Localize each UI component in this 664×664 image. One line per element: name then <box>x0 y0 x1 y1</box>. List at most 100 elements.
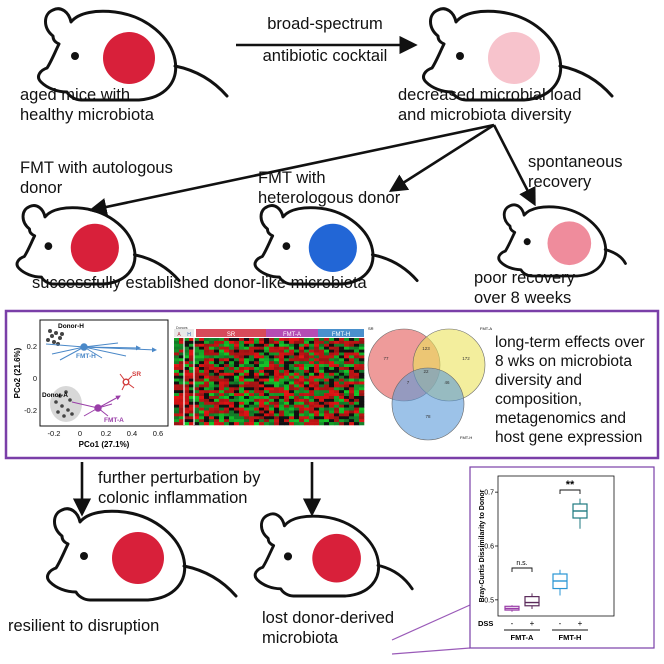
heatmap-cell <box>264 361 270 365</box>
heatmap-cell <box>349 390 355 394</box>
heatmap-cell <box>264 372 270 376</box>
heatmap-cell <box>294 404 300 408</box>
heatmap-cell <box>289 407 295 411</box>
heatmap-cell <box>179 384 185 388</box>
heatmap-cell <box>244 343 250 347</box>
heatmap-cell <box>324 398 330 403</box>
heatmap-cell <box>214 381 220 385</box>
heatmap-cell <box>204 401 210 405</box>
heatmap-cell <box>229 355 235 359</box>
heatmap-cell <box>344 346 350 350</box>
heatmap-cell <box>199 355 205 359</box>
heatmap-cell <box>359 352 365 356</box>
heatmap-cell <box>219 372 225 376</box>
heatmap-cell <box>174 416 180 420</box>
heatmap-cell <box>194 419 200 423</box>
heatmap-cell <box>219 338 225 342</box>
heatmap-cell <box>334 343 340 347</box>
heatmap-cell <box>239 361 245 365</box>
heatmap-cell <box>324 384 330 388</box>
heatmap-cell <box>284 407 290 411</box>
heatmap-cell <box>249 352 255 356</box>
heatmap-cell <box>239 404 245 408</box>
heatmap-cell <box>209 378 215 382</box>
heatmap-cell <box>289 398 295 403</box>
heatmap-cell <box>179 378 185 382</box>
heatmap-cell <box>294 410 300 414</box>
heatmap-cell <box>199 413 205 417</box>
heatmap-cell <box>309 404 315 408</box>
heatmap-cell <box>329 416 335 420</box>
heatmap-cell <box>359 401 365 405</box>
heatmap-cell <box>324 369 330 374</box>
heatmap-cell <box>254 396 260 400</box>
heatmap-cell <box>299 355 305 359</box>
heatmap-cell <box>209 369 215 374</box>
heatmap-cell <box>184 381 190 385</box>
heatmap-cell <box>179 419 185 423</box>
heatmap-cell <box>209 407 215 411</box>
heatmap-cell <box>299 419 305 423</box>
heatmap-cell <box>284 393 290 397</box>
heatmap-cell <box>234 384 240 388</box>
fmt-a-spread <box>71 395 121 417</box>
heatmap-cell <box>249 378 255 382</box>
heatmap-cell <box>354 398 360 403</box>
heatmap-cell <box>279 369 285 374</box>
label-line: recovery <box>528 173 592 191</box>
heatmap-cell <box>209 364 215 368</box>
heatmap-cell <box>249 381 255 385</box>
heatmap-cell <box>314 390 320 394</box>
heatmap-cell <box>319 355 325 359</box>
heatmap-cell <box>199 404 205 408</box>
heatmap-cell <box>264 378 270 382</box>
heatmap-cell <box>184 410 190 414</box>
heatmap-cell <box>204 381 210 385</box>
heatmap-cell <box>184 367 190 371</box>
heatmap-cell <box>284 381 290 385</box>
heatmap-cell <box>299 381 305 385</box>
label-poor-recovery: poor recovery over 8 weeks <box>474 268 575 308</box>
heatmap-cell <box>199 419 205 423</box>
heatmap-cell <box>244 364 250 368</box>
heatmap-cell <box>274 338 280 342</box>
heatmap-cell <box>254 398 260 403</box>
heatmap-cell <box>334 404 340 408</box>
heatmap-cell <box>284 349 290 353</box>
heatmap-cell <box>284 364 290 368</box>
heatmap-cell <box>204 358 210 362</box>
heatmap-cell <box>329 401 335 405</box>
heatmap-cell <box>279 367 285 371</box>
heatmap-cell <box>299 375 305 379</box>
heatmap-cell <box>279 401 285 405</box>
heatmap-cell <box>264 358 270 362</box>
heatmap-cell <box>264 346 270 350</box>
heatmap-cell <box>224 396 230 400</box>
heatmap-cell <box>189 369 195 374</box>
heatmap-cell <box>354 346 360 350</box>
heatmap-cell <box>314 416 320 420</box>
heatmap-cell <box>204 384 210 388</box>
heatmap-cell <box>239 413 245 417</box>
heatmap-cell <box>244 378 250 382</box>
heatmap-cell <box>284 367 290 371</box>
heatmap-cell <box>304 364 310 368</box>
heatmap-cell <box>179 416 185 420</box>
heatmap-cell <box>354 390 360 394</box>
heatmap-cell <box>304 393 310 397</box>
heatmap-cell <box>274 410 280 414</box>
heatmap-cell <box>274 375 280 379</box>
heatmap-cell <box>274 407 280 411</box>
heatmap-cell <box>184 352 190 356</box>
box-fmt-h-dss <box>572 498 588 529</box>
heatmap-cell <box>174 413 180 417</box>
heatmap-cell <box>289 410 295 414</box>
dss-value: + <box>578 619 583 628</box>
heatmap-cell <box>299 349 305 353</box>
heatmap-cell <box>314 398 320 403</box>
heatmap-cell <box>249 375 255 379</box>
heatmap-cell <box>344 422 350 426</box>
heatmap-cell <box>194 369 200 374</box>
heatmap-cell <box>174 349 180 353</box>
sig-label-star: ** <box>566 479 575 491</box>
